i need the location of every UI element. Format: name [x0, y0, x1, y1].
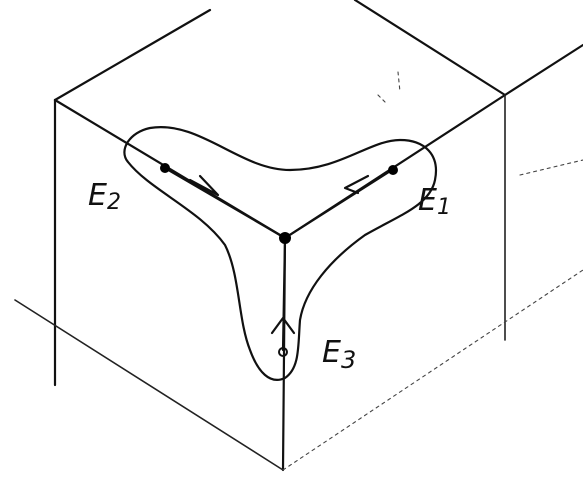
segment-e2: [163, 166, 287, 240]
inner-segments: [163, 166, 394, 352]
top-right-edge: [353, 0, 507, 97]
label-e3-subscript: 3: [341, 346, 356, 374]
label-e1-letter: E: [418, 183, 437, 218]
label-e1-subscript: 1: [437, 195, 451, 220]
right-upper-edge: [503, 43, 583, 97]
label-e3: E3: [322, 335, 356, 374]
bottom-right-dashed-line: [282, 269, 583, 471]
segment-e3: [281, 236, 287, 352]
label-e1: E1: [418, 183, 451, 220]
center-dashed-mark: [397, 71, 401, 93]
label-e2-subscript: 2: [107, 190, 121, 215]
junction-point: [279, 232, 291, 244]
arrow-e2: [188, 174, 220, 197]
three-lobed-loop: [123, 126, 438, 381]
endpoint-e3: [278, 347, 288, 357]
dashed-lines: [282, 71, 583, 471]
cube-edges: [14, 0, 583, 472]
label-e2: E2: [88, 178, 121, 215]
segment-e1: [283, 168, 394, 240]
label-e3-letter: E: [322, 335, 341, 370]
arrow-e3: [270, 316, 296, 335]
points: [160, 163, 398, 357]
top-left-edge: [53, 8, 212, 102]
label-e2-letter: E: [88, 178, 107, 213]
center-dashed-mark-2: [377, 94, 386, 103]
arrows: [188, 174, 370, 335]
endpoint-e1: [388, 165, 398, 175]
arrow-e1: [343, 174, 370, 195]
upper-right-dashed-line: [519, 159, 583, 176]
bottom-left-edge: [14, 299, 284, 471]
endpoint-e2: [160, 163, 170, 173]
